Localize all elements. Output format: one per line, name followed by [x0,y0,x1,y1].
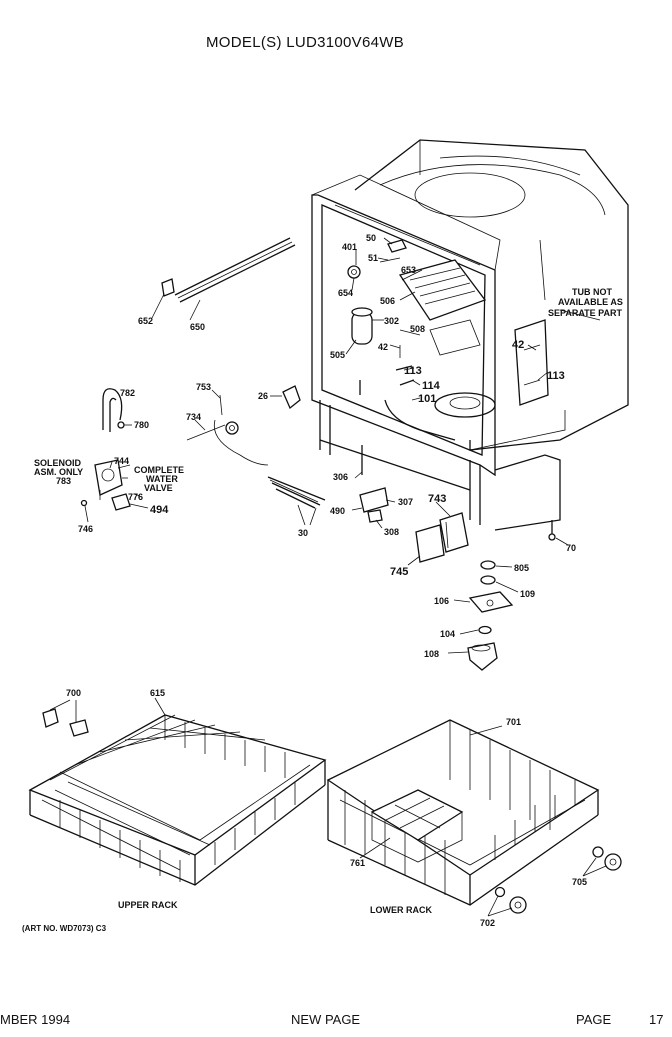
callout-106: 106 [434,596,449,606]
note-valve-line1: COMPLETE [134,465,184,475]
callout-734: 734 [186,412,201,422]
callout-761: 761 [350,858,365,868]
callout-744: 744 [114,456,129,466]
callout-505: 505 [330,350,345,360]
callout-745: 745 [390,566,408,578]
callout-30: 30 [298,528,308,538]
caption-lower-rack: LOWER RACK [370,905,432,915]
caption-upper-rack: UPPER RACK [118,900,178,910]
note-tub-line3: SEPARATE PART [548,308,623,318]
callout-490: 490 [330,506,345,516]
callout-42-b: 42 [512,339,524,351]
page-title: MODEL(S) LUD3100V64WB [206,34,405,51]
footer-page-number: 17 [649,1012,664,1027]
note-tub-line1: TUB NOT [572,287,612,297]
callout-782: 782 [120,388,135,398]
lower-rack [326,719,622,914]
footer-new-page: NEW PAGE [291,1012,361,1027]
callout-108: 108 [424,649,439,659]
callout-653: 653 [401,265,416,275]
callout-654: 654 [338,288,353,298]
callout-101: 101 [418,393,436,405]
art-number: (ART NO. WD7073) C3 [22,924,107,933]
callout-42-a: 42 [378,342,388,352]
callout-700: 700 [66,688,81,698]
callout-780: 780 [134,420,149,430]
callout-705: 705 [572,877,587,887]
callout-805: 805 [514,563,529,573]
callout-308: 308 [384,527,399,537]
callout-51: 51 [368,253,378,263]
callout-302: 302 [384,316,399,326]
callout-labels: 50 401 51 653 654 506 302 508 42 505 113… [56,233,587,928]
note-tub-line2: AVAILABLE AS [558,297,623,307]
footer-page-label: PAGE [576,1012,612,1027]
callout-650: 650 [190,322,205,332]
tub-assembly [311,139,629,531]
callout-701: 701 [506,717,521,727]
callout-743: 743 [428,493,446,505]
callout-783: 783 [56,476,71,486]
callout-113-a: 113 [404,365,422,377]
callout-652: 652 [138,316,153,326]
callout-615: 615 [150,688,165,698]
callout-113-b: 113 [547,370,565,382]
leader-lines [49,237,607,917]
note-solenoid-line1: SOLENOID [34,458,82,468]
callout-114: 114 [422,380,441,392]
callout-104: 104 [440,629,455,639]
footer-date: MBER 1994 [0,1012,71,1027]
lower-center-parts [359,445,556,671]
note-solenoid-line2: ASM. ONLY [34,467,83,477]
notes: SOLENOID ASM. ONLY COMPLETE WATER VALVE … [34,287,623,493]
callout-508: 508 [410,324,425,334]
callout-401: 401 [342,242,357,252]
callout-70: 70 [566,543,576,553]
callout-306-a: 306 [333,472,348,482]
note-valve-line2: WATER [146,474,178,484]
callout-753: 753 [196,382,211,392]
left-parts [80,237,326,511]
callout-26: 26 [258,391,268,401]
callout-776: 776 [128,492,143,502]
callout-494: 494 [150,504,169,516]
callout-746: 746 [78,524,93,534]
note-valve-line3: VALVE [144,483,173,493]
callout-307: 307 [398,497,413,507]
callout-702: 702 [480,918,495,928]
callout-506: 506 [380,296,395,306]
callout-50: 50 [366,233,376,243]
callout-109: 109 [520,589,535,599]
upper-rack [28,708,327,886]
